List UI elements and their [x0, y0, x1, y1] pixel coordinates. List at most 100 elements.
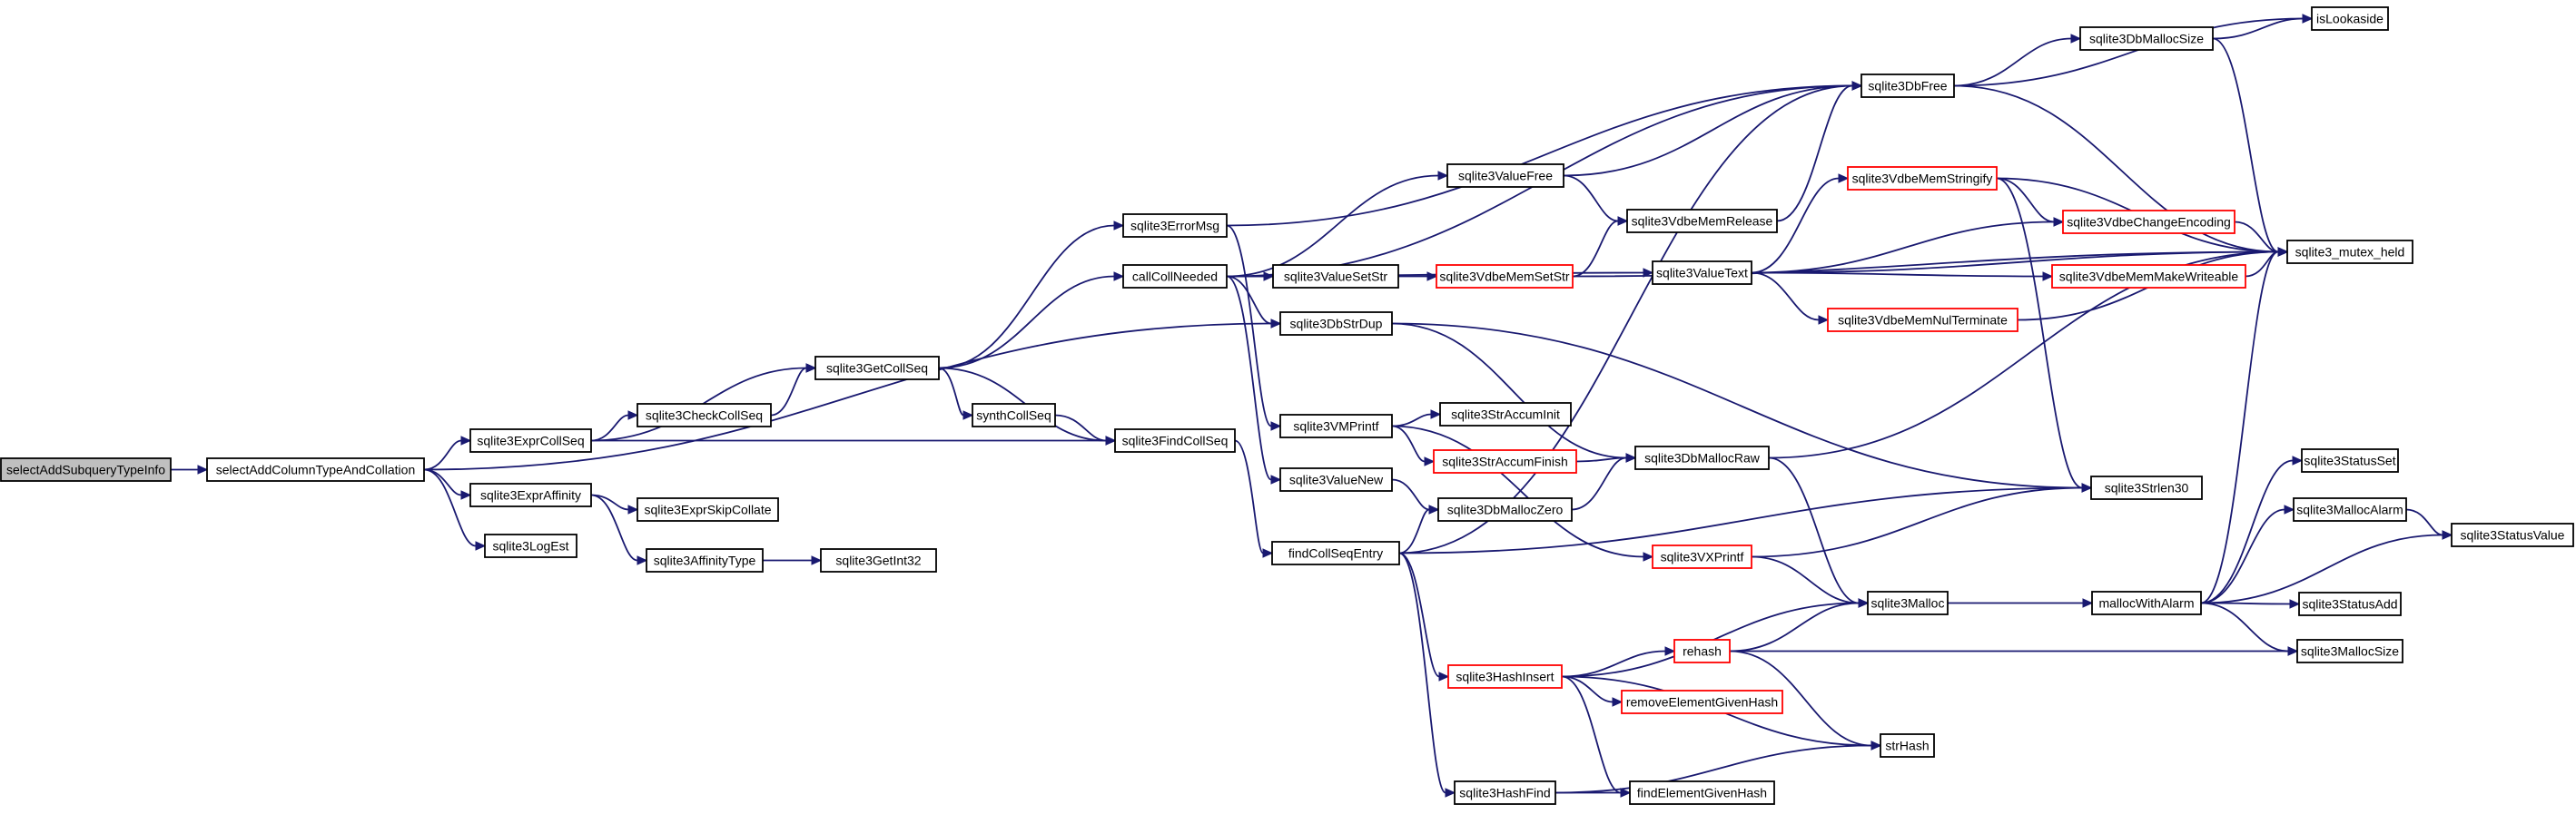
node-sqlite3StatusAdd[interactable]: sqlite3StatusAdd: [2298, 592, 2402, 616]
node-sqlite3VdbeMemNulTerminate[interactable]: sqlite3VdbeMemNulTerminate: [1827, 308, 2018, 332]
call-edges: [171, 14, 2453, 798]
arrowhead: [2070, 34, 2082, 44]
node-box: [2286, 240, 2413, 264]
arrowhead: [1430, 409, 1442, 419]
arrowhead: [1424, 456, 1436, 466]
call-edge: [938, 224, 1115, 369]
node-sqlite3HashFind[interactable]: sqlite3HashFind: [1454, 780, 1556, 805]
node-sqlite3VXPrintf[interactable]: sqlite3VXPrintf: [1652, 545, 1752, 569]
node-sqlite3AffinityType[interactable]: sqlite3AffinityType: [646, 548, 764, 573]
node-sqlite3VdbeMemStringify[interactable]: sqlite3VdbeMemStringify: [1847, 166, 1998, 191]
node-sqlite3ExprAffinity[interactable]: sqlite3ExprAffinity: [469, 483, 592, 507]
node-label: sqlite3VdbeMemSetStr: [1439, 270, 1570, 284]
node-box: [1122, 264, 1228, 289]
arrowhead: [1858, 598, 1870, 608]
node-sqlite3ValueNew[interactable]: sqlite3ValueNew: [1279, 467, 1393, 492]
node-sqlite3ExprCollSeq[interactable]: sqlite3ExprCollSeq: [469, 428, 592, 453]
node-sqlite3Strlen30[interactable]: sqlite3Strlen30: [2090, 476, 2203, 500]
node-box: [1122, 213, 1228, 238]
node-label: sqlite3DbMallocZero: [1447, 503, 1564, 517]
arrowhead: [1625, 453, 1637, 463]
node-sqlite3MallocSize[interactable]: sqlite3MallocSize: [2296, 639, 2403, 663]
node-findElementGivenHash[interactable]: findElementGivenHash: [1629, 780, 1775, 805]
node-selectAddColumnTypeAndCollation[interactable]: selectAddColumnTypeAndCollation: [206, 457, 425, 482]
node-sqlite3VdbeMemRelease[interactable]: sqlite3VdbeMemRelease: [1626, 209, 1778, 233]
call-edge: [1561, 650, 1666, 678]
node-sqlite3ValueText[interactable]: sqlite3ValueText: [1652, 260, 1752, 285]
call-edge: [1751, 486, 2083, 558]
call-edge: [2200, 534, 2443, 604]
call-edge: [1996, 177, 2055, 223]
node-sqlite3MallocAlarm[interactable]: sqlite3MallocAlarm: [2293, 497, 2407, 522]
node-label: sqlite3ExprCollSeq: [477, 434, 584, 448]
node-sqlite3FindCollSeq[interactable]: sqlite3FindCollSeq: [1114, 428, 1236, 453]
call-edge: [1391, 413, 1432, 427]
call-edge: [1751, 177, 1840, 274]
node-sqlite3ErrorMsg[interactable]: sqlite3ErrorMsg: [1122, 213, 1228, 238]
node-label: rehash: [1683, 644, 1722, 659]
node-box: [2451, 523, 2574, 547]
node-sqlite3DbMallocZero[interactable]: sqlite3DbMallocZero: [1437, 497, 1573, 522]
node-sqlite3StrAccumFinish[interactable]: sqlite3StrAccumFinish: [1433, 449, 1577, 474]
node-label: sqlite3ErrorMsg: [1130, 219, 1219, 233]
node-sqlite3GetCollSeq[interactable]: sqlite3GetCollSeq: [814, 356, 940, 380]
node-box: [2298, 592, 2402, 616]
arrowhead: [811, 555, 823, 565]
node-sqlite3StrAccumInit[interactable]: sqlite3StrAccumInit: [1439, 402, 1572, 427]
node-removeElementGivenHash[interactable]: removeElementGivenHash: [1621, 690, 1783, 714]
node-sqlite3GetInt32[interactable]: sqlite3GetInt32: [820, 548, 937, 573]
node-sqlite3DbFree[interactable]: sqlite3DbFree: [1860, 74, 1955, 98]
node-sqlite3VdbeMemSetStr[interactable]: sqlite3VdbeMemSetStr: [1436, 264, 1574, 289]
node-sqlite3DbStrDup[interactable]: sqlite3DbStrDup: [1279, 311, 1393, 336]
node-sqlite3VMPrintf[interactable]: sqlite3VMPrintf: [1279, 414, 1393, 438]
node-sqlite3StatusSet[interactable]: sqlite3StatusSet: [2301, 448, 2399, 473]
call-edge: [1054, 414, 1107, 442]
node-sqlite3HashInsert[interactable]: sqlite3HashInsert: [1447, 664, 1563, 689]
node-box: [1447, 664, 1563, 689]
node-sqlite3_mutex_held[interactable]: sqlite3_mutex_held: [2286, 240, 2413, 264]
node-callCollNeeded[interactable]: callCollNeeded: [1122, 264, 1228, 289]
node-strHash[interactable]: strHash: [1880, 733, 1935, 758]
arrowhead: [627, 505, 639, 515]
node-sqlite3ValueSetStr[interactable]: sqlite3ValueSetStr: [1272, 264, 1399, 289]
node-box: [1279, 311, 1393, 336]
arrowhead: [1113, 271, 1125, 281]
node-sqlite3CheckCollSeq[interactable]: sqlite3CheckCollSeq: [637, 403, 772, 427]
node-selectAddSubqueryTypeInfo[interactable]: selectAddSubqueryTypeInfo: [0, 457, 172, 482]
call-edge: [1561, 675, 1614, 703]
node-box: [206, 457, 425, 482]
call-edge: [1768, 456, 1860, 604]
node-box: [2079, 26, 2214, 51]
node-sqlite3ExprSkipCollate[interactable]: sqlite3ExprSkipCollate: [637, 497, 779, 522]
node-sqlite3StatusValue[interactable]: sqlite3StatusValue: [2451, 523, 2574, 547]
node-rehash[interactable]: rehash: [1673, 639, 1731, 663]
node-sqlite3LogEst[interactable]: sqlite3LogEst: [484, 534, 577, 558]
node-sqlite3VdbeMemMakeWriteable[interactable]: sqlite3VdbeMemMakeWriteable: [2051, 264, 2246, 289]
call-edge: [1226, 84, 1853, 227]
node-sqlite3DbMallocRaw[interactable]: sqlite3DbMallocRaw: [1634, 446, 1770, 470]
node-sqlite3DbMallocSize[interactable]: sqlite3DbMallocSize: [2079, 26, 2214, 51]
node-synthCollSeq[interactable]: synthCollSeq: [972, 403, 1056, 427]
node-sqlite3ValueFree[interactable]: sqlite3ValueFree: [1446, 163, 1564, 188]
arrowhead: [1445, 788, 1456, 798]
call-edge: [1398, 552, 1446, 794]
node-label: sqlite3Strlen30: [2105, 481, 2189, 495]
node-isLookaside[interactable]: isLookaside: [2311, 6, 2389, 31]
node-findCollSeqEntry[interactable]: findCollSeqEntry: [1271, 541, 1400, 565]
call-edge: [1729, 650, 1872, 747]
call-edge: [1226, 174, 1439, 278]
node-sqlite3VdbeChangeEncoding[interactable]: sqlite3VdbeChangeEncoding: [2062, 210, 2235, 234]
call-edge: [1571, 456, 1627, 511]
node-box: [1629, 780, 1775, 805]
node-mallocWithAlarm[interactable]: mallocWithAlarm: [2091, 591, 2202, 615]
call-edge: [1751, 555, 1860, 604]
arrowhead: [1664, 646, 1676, 656]
node-sqlite3Malloc[interactable]: sqlite3Malloc: [1867, 591, 1949, 615]
call-edge: [590, 414, 629, 442]
node-label: sqlite3ValueSetStr: [1284, 270, 1387, 284]
call-edge: [1391, 425, 1426, 463]
call-edge: [1729, 602, 1860, 652]
arrowhead: [2287, 646, 2299, 656]
node-box: [2301, 448, 2399, 473]
arrowhead: [2081, 483, 2093, 493]
